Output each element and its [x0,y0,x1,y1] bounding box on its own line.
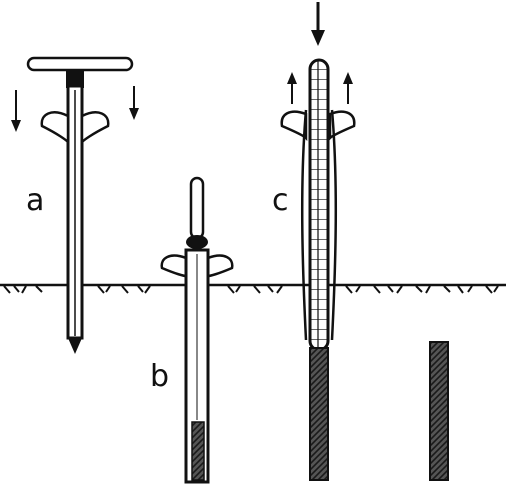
down-arrow-icon [11,90,21,132]
figure-a-mandrel [11,56,139,354]
label-a: a [26,183,44,218]
label-b: b [150,359,169,394]
ground-surface [0,283,506,294]
figure-c-extraction [280,2,356,481]
finished-pile [429,341,449,481]
figure-b-casing [160,176,234,484]
down-arrow-icon [311,2,325,46]
label-c: c [272,183,289,218]
up-arrow-icon [287,72,297,104]
up-arrow-icon [343,72,353,104]
down-arrow-icon [129,86,139,120]
